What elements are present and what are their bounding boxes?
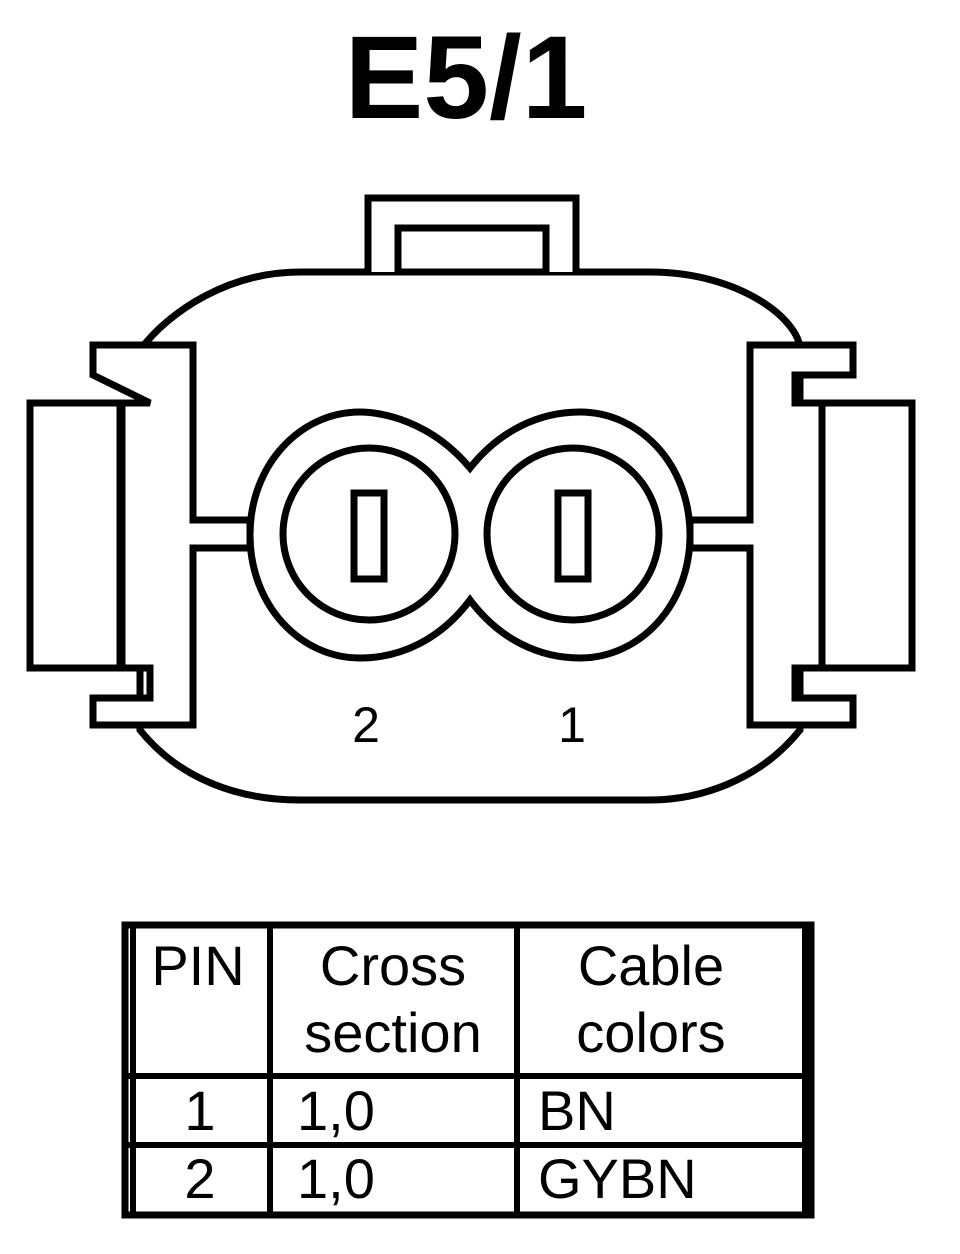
header-cross-section-line-1: Cross — [320, 934, 466, 997]
row-2-cable-colors: GYBN — [538, 1147, 697, 1210]
row-1-cable-colors: BN — [538, 1079, 616, 1142]
header-cross-section-line-2: section — [304, 1001, 481, 1064]
pin-1-contact — [554, 489, 592, 583]
top-locking-tab-slot — [394, 224, 550, 276]
row-1-pin: 1 — [184, 1079, 215, 1142]
connector-title: E5/1 — [345, 12, 588, 144]
row-2-pin: 2 — [184, 1147, 215, 1210]
pin-2-contact — [350, 489, 388, 583]
left-latch-outer — [26, 399, 126, 672]
table-border — [121, 921, 815, 1219]
left-clip-frame — [89, 341, 254, 729]
row-1-cross-section: 1,0 — [297, 1079, 375, 1142]
right-latch-outer — [816, 399, 916, 672]
header-cable-colors-line-1: Cable — [578, 934, 724, 997]
pin-1-label: 1 — [558, 697, 586, 753]
header-cable-colors-line-2: colors — [576, 1001, 725, 1064]
pin-2-label: 2 — [352, 697, 380, 753]
row-2-cross-section: 1,0 — [297, 1147, 375, 1210]
right-clip-frame — [686, 341, 857, 729]
header-pin: PIN — [151, 934, 244, 997]
connector-housing: 2 1 — [26, 194, 916, 804]
pinout-table: PIN Cross section Cable colors 1 1,0 BN … — [121, 921, 815, 1219]
